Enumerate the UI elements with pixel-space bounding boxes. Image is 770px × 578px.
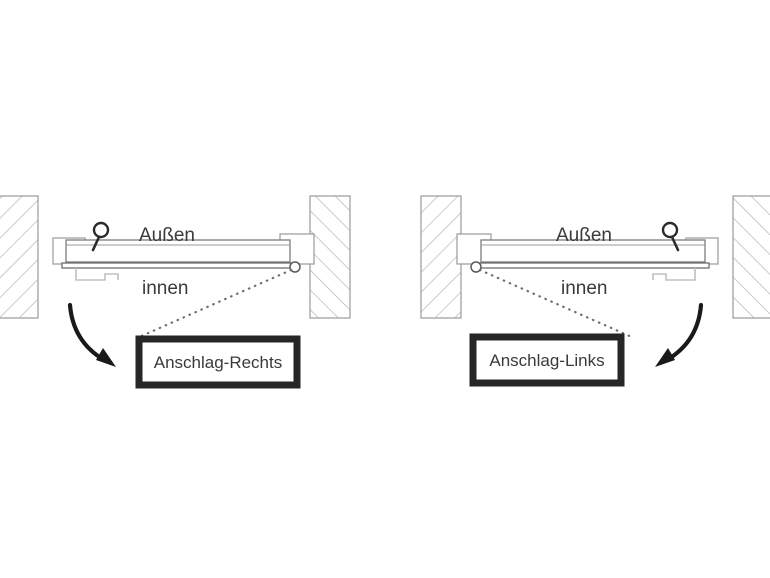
door-handle-icon [91, 221, 110, 252]
wall-block-right [732, 195, 770, 319]
hinge-pivot-icon [289, 261, 301, 273]
callout-box-anschlag-links[interactable]: Anschlag-Links [469, 333, 625, 387]
wall-block-right [309, 195, 351, 319]
latch-bracket [652, 268, 696, 281]
inside-label: innen [561, 278, 608, 299]
wall-block-left [0, 195, 39, 319]
latch-bracket [75, 268, 119, 281]
door-leaf [61, 239, 299, 269]
outside-label: Außen [139, 225, 195, 246]
door-handle-icon [661, 221, 680, 252]
swing-arrow-icon [67, 302, 116, 367]
leader-line [478, 268, 636, 340]
panel-right-hand: Außen innen Anschlag-Rechts [0, 195, 351, 389]
panel-left-hand: Außen innen Anschlag-Links [420, 195, 770, 387]
swing-arrow-icon [655, 302, 704, 367]
callout-box-anschlag-rechts[interactable]: Anschlag-Rechts [135, 335, 301, 389]
outside-label: Außen [556, 225, 612, 246]
door-leaf [472, 239, 710, 269]
leader-line [135, 268, 293, 340]
callout-label: Anschlag-Rechts [154, 353, 283, 372]
wall-block-left [420, 195, 462, 319]
callout-label: Anschlag-Links [489, 351, 604, 370]
hinge-pivot-icon [470, 261, 482, 273]
inside-label: innen [142, 278, 189, 299]
